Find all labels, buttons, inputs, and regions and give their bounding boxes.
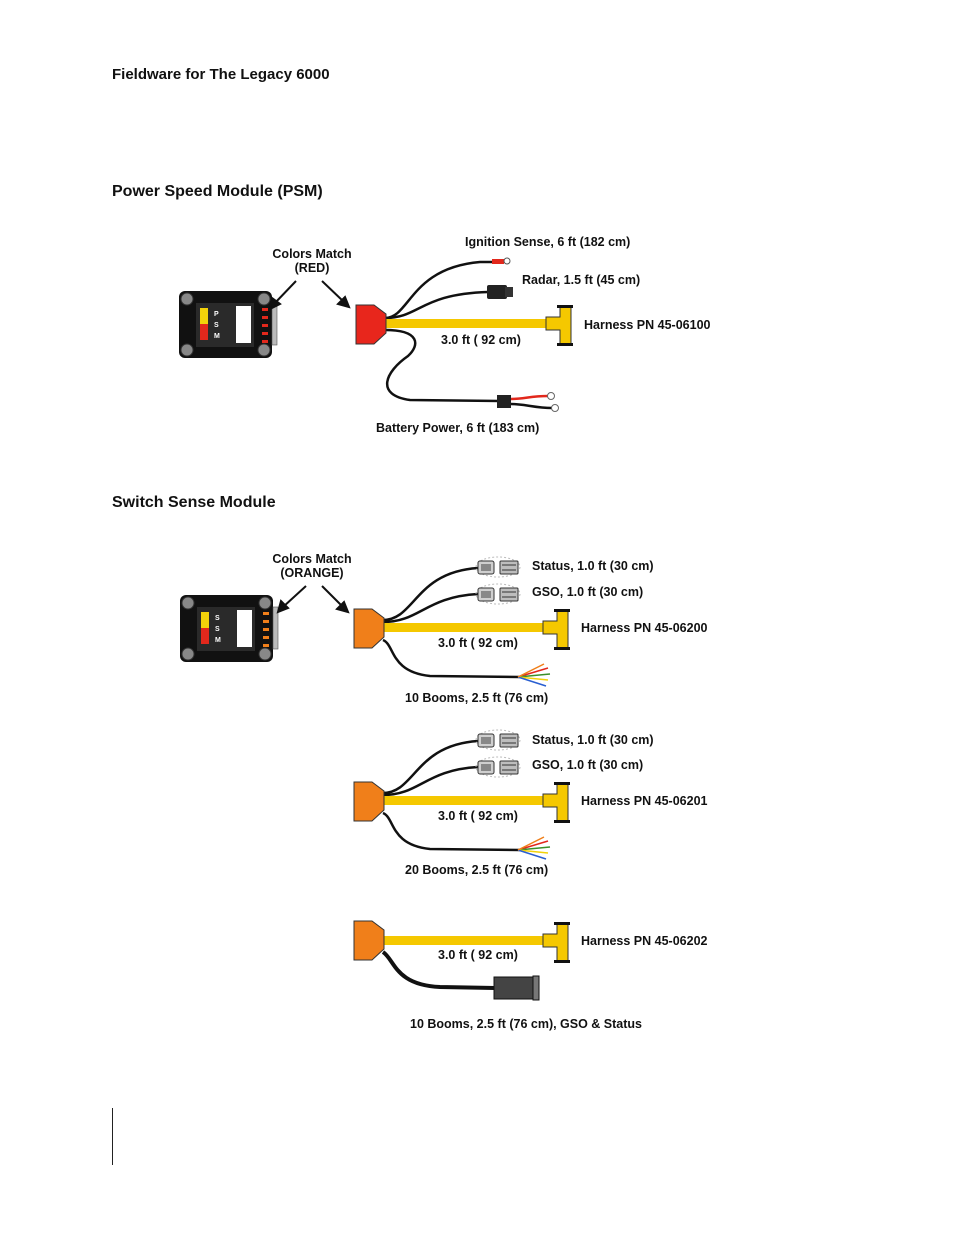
ssm-module: S S M xyxy=(180,595,279,662)
page-header-title: Fieldware for The Legacy 6000 xyxy=(112,66,330,83)
ssm-module-letter-3: M xyxy=(215,637,221,644)
ssm-a-length-label: 3.0 ft ( 92 cm) xyxy=(438,636,518,650)
ssm-harness-c xyxy=(353,920,570,1001)
ssm-c-booms-label: 10 Booms, 2.5 ft (76 cm), GSO & Status xyxy=(410,1017,643,1031)
ssm-b-length-label: 3.0 ft ( 92 cm) xyxy=(438,809,518,823)
ssm-harness-a xyxy=(353,556,570,687)
psm-harness-connector xyxy=(355,304,573,346)
psm-radar-label: Radar, 1.5 ft (45 cm) xyxy=(522,273,641,287)
ssm-a-gso-label: GSO, 1.0 ft (30 cm) xyxy=(532,585,644,599)
ssm-a-harness-pn-label: Harness PN 45-06200 xyxy=(581,621,708,635)
psm-module-letter-2: S xyxy=(214,322,219,329)
ssm-a-booms-label: 10 Booms, 2.5 ft (76 cm) xyxy=(405,691,549,705)
ssm-b-gso-label: GSO, 1.0 ft (30 cm) xyxy=(532,758,644,772)
psm-battery-label: Battery Power, 6 ft (183 cm) xyxy=(376,421,540,435)
section-title-psm: Power Speed Module (PSM) xyxy=(112,183,323,200)
ssm-b-booms-label: 20 Booms, 2.5 ft (76 cm) xyxy=(405,863,549,877)
ssm-module-letter-1: S xyxy=(215,615,220,622)
ssm-a-status-label: Status, 1.0 ft (30 cm) xyxy=(532,559,654,573)
psm-battery-connector xyxy=(497,392,559,412)
psm-ignition-connector xyxy=(492,257,511,265)
ssm-module-letter-2: S xyxy=(215,626,220,633)
psm-harness-pn-label: Harness PN 45-06100 xyxy=(584,318,711,332)
psm-module-letter-3: M xyxy=(214,333,220,340)
ssm-b-harness-pn-label: Harness PN 45-06201 xyxy=(581,794,708,808)
psm-radar-connector xyxy=(487,285,513,299)
psm-colors-match-label: Colors Match (RED) xyxy=(272,247,352,275)
ssm-b-status-label: Status, 1.0 ft (30 cm) xyxy=(532,733,654,747)
psm-module: P S M xyxy=(179,291,278,358)
psm-colors-match-arrows xyxy=(268,280,351,311)
ssm-colors-match-label: Colors Match (ORANGE) xyxy=(272,552,352,580)
ssm-colors-match-arrows xyxy=(276,585,350,614)
psm-length-label: 3.0 ft ( 92 cm) xyxy=(441,333,521,347)
ssm-c-harness-pn-label: Harness PN 45-06202 xyxy=(581,934,708,948)
psm-ignition-label: Ignition Sense, 6 ft (182 cm) xyxy=(465,235,631,249)
section-title-ssm: Switch Sense Module xyxy=(112,494,276,511)
ssm-c-length-label: 3.0 ft ( 92 cm) xyxy=(438,948,518,962)
psm-wires xyxy=(384,260,501,403)
psm-module-letter-1: P xyxy=(214,311,219,318)
margin-change-bar xyxy=(112,1108,113,1165)
ssm-harness-b xyxy=(353,729,570,860)
